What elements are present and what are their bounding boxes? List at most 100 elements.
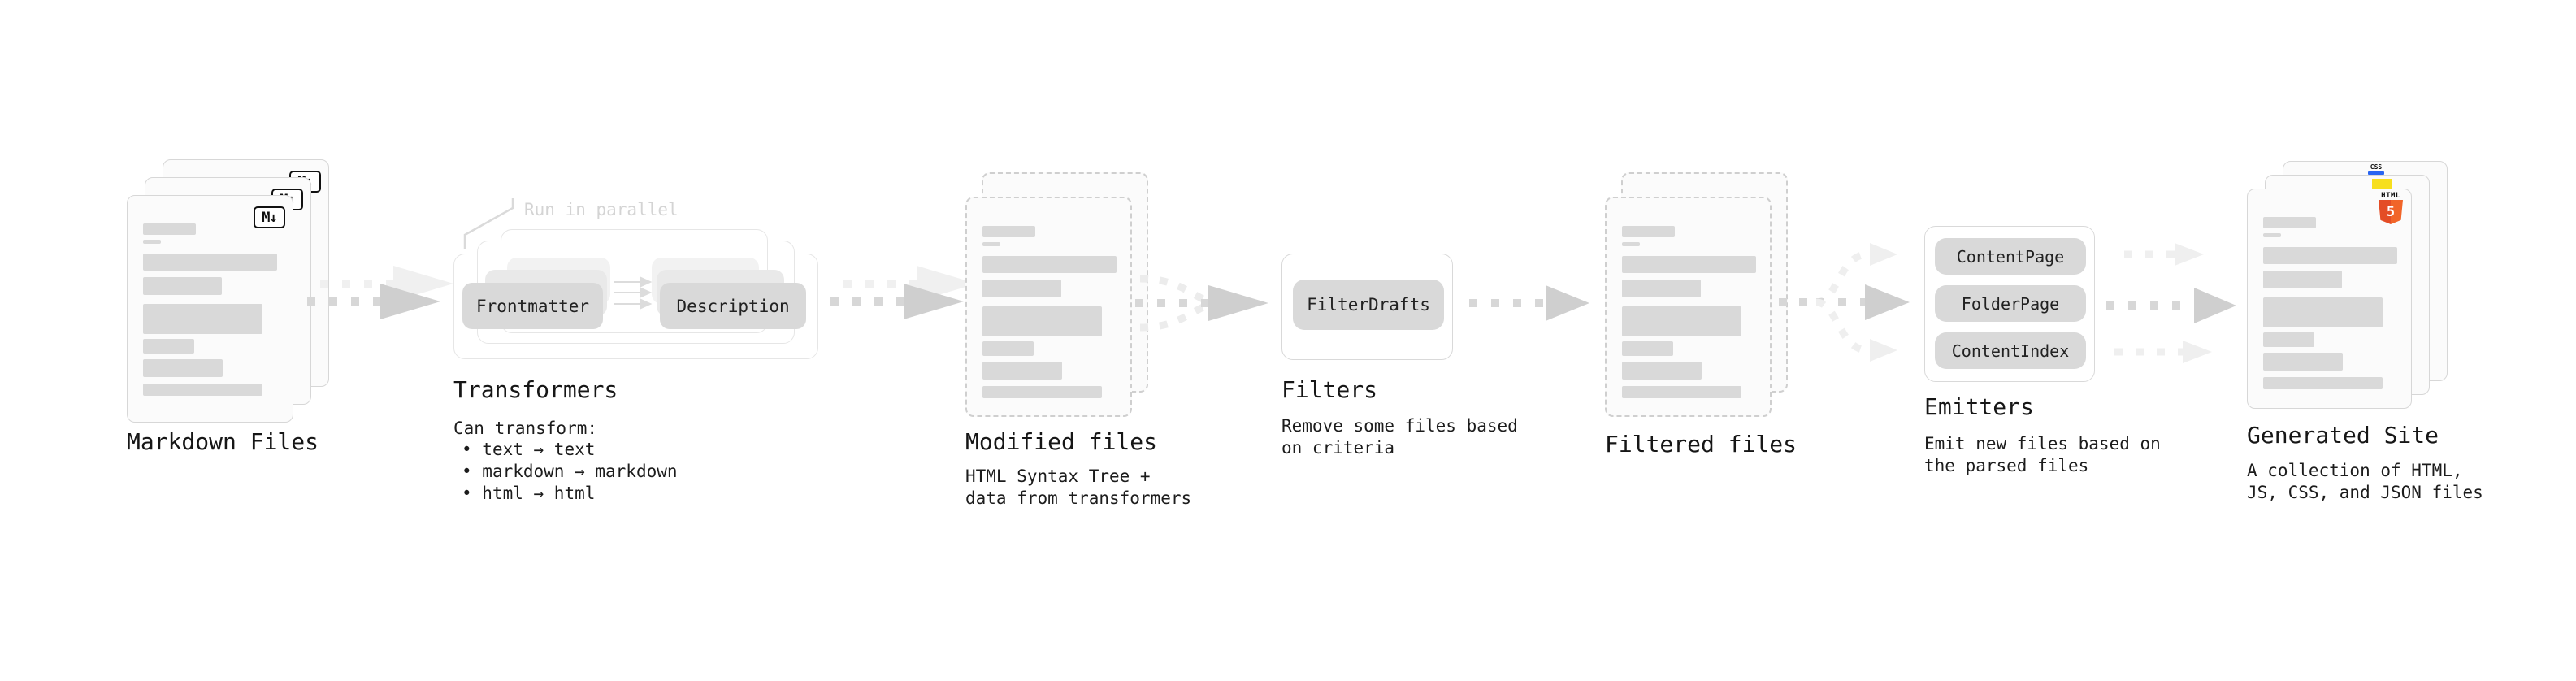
arrow-icon [307, 284, 440, 319]
skeleton-bar [1622, 386, 1741, 398]
html5-number: 5 [2386, 204, 2396, 220]
description-line: Remove some files based [1281, 416, 1518, 436]
skeleton-bar [982, 256, 1117, 273]
skeleton-bar [1622, 226, 1675, 237]
skeleton-bar [2263, 332, 2314, 347]
folder-page-box: FolderPage [1935, 285, 2086, 322]
filter-drafts-box: FilterDrafts [1293, 280, 1444, 330]
flow-arrow-markdown-to-transformers [307, 266, 453, 319]
skeleton-bar [1622, 242, 1640, 246]
arrow-icon [1208, 285, 1268, 321]
skeleton-bar [982, 362, 1062, 380]
emitters-panel: ContentPage FolderPage ContentIndex [1924, 226, 2095, 382]
skeleton-bar [982, 280, 1061, 297]
description-line: data from transformers [965, 488, 1192, 508]
modified-files-label: Modified files [965, 428, 1158, 455]
filtered-file-card-front [1605, 197, 1772, 417]
flow-arrow-emitters-to-generated [2106, 243, 2236, 363]
skeleton-bar [982, 242, 1000, 246]
arrow-icon [2175, 243, 2204, 266]
skeleton-bar [982, 306, 1102, 336]
css-icon-bar [2368, 171, 2384, 175]
flow-arrow-filtered-to-emitters [1779, 243, 1910, 362]
description-line: Emit new files based on [1924, 434, 2161, 453]
description-line: HTML Syntax Tree + [965, 466, 1151, 486]
filters-description: Remove some files based on criteria [1281, 415, 1518, 459]
css-icon-label: CSS [2370, 163, 2383, 171]
transformers-label: Transformers [453, 376, 618, 403]
description-box: Description [660, 283, 807, 329]
markdown-icon: M↓ [254, 206, 285, 228]
arrow-icon [1870, 243, 1897, 266]
skeleton-bar [982, 386, 1102, 398]
skeleton-bar [1622, 362, 1702, 380]
generated-site-card-html: HTML 5 [2247, 189, 2412, 409]
arrow-icon [1865, 284, 1910, 320]
generated-site-label: Generated Site [2247, 422, 2439, 449]
skeleton-bar [1622, 306, 1741, 336]
skeleton-bar [143, 304, 262, 334]
skeleton-bar [982, 226, 1035, 237]
flow-arrow-filters-to-filtered [1469, 285, 1589, 321]
arrow-icon [2194, 288, 2236, 323]
modified-files-description: HTML Syntax Tree + data from transformer… [965, 466, 1191, 510]
document-text-skeleton [2263, 217, 2397, 389]
arrow-icon [2183, 340, 2212, 363]
skeleton-bar [1622, 256, 1756, 273]
skeleton-bar [1622, 341, 1673, 356]
filters-panel: FilterDrafts [1281, 254, 1453, 360]
list-item: markdown → markdown [453, 461, 677, 483]
arrow-icon [1546, 285, 1589, 321]
arrow-icon [830, 284, 964, 319]
skeleton-bar [143, 359, 223, 377]
document-text-skeleton [1622, 226, 1756, 398]
transformer-layer-front: Frontmatter Description [453, 254, 818, 359]
skeleton-bar [143, 223, 196, 235]
modified-file-card-front [965, 197, 1132, 417]
filtered-files-label: Filtered files [1605, 431, 1798, 458]
skeleton-bar [1622, 280, 1701, 297]
skeleton-bar [2263, 297, 2383, 327]
arrow-icon [1870, 339, 1897, 362]
skeleton-bar [143, 277, 222, 295]
transformers-description: Can transform: [453, 419, 598, 438]
filters-label: Filters [1281, 376, 1378, 403]
emitters-label: Emitters [1924, 393, 2034, 420]
css-icon: CSS [2368, 164, 2384, 175]
annotation-leader-line [463, 198, 514, 249]
markdown-files-label: Markdown Files [127, 428, 319, 455]
content-page-box: ContentPage [1935, 238, 2086, 275]
generated-site-description: A collection of HTML, JS, CSS, and JSON … [2247, 460, 2483, 504]
parallel-step-arrows-icon [614, 276, 653, 310]
html5-icon: HTML 5 [2378, 192, 2404, 224]
description-line: the parsed files [1924, 456, 2089, 475]
skeleton-bar [2263, 353, 2343, 371]
skeleton-bar [2263, 233, 2281, 237]
transformers-capability-list: text → text markdown → markdown html → h… [453, 439, 678, 505]
html5-shield-icon: 5 [2379, 200, 2403, 224]
markdown-file-card-front: M↓ [127, 195, 293, 423]
document-text-skeleton [982, 226, 1117, 398]
content-index-box: ContentIndex [1935, 332, 2086, 369]
flow-arrow-modified-to-filters [1135, 275, 1268, 332]
skeleton-bar [2263, 271, 2342, 288]
skeleton-bar [2263, 217, 2316, 228]
list-item: text → text [453, 439, 678, 461]
description-line: JS, CSS, and JSON files [2247, 483, 2483, 502]
description-line: on criteria [1281, 438, 1395, 458]
run-in-parallel-annotation: Run in parallel [524, 200, 679, 219]
emitters-description: Emit new files based on the parsed files [1924, 433, 2161, 477]
flow-arrow-transformers-to-modified [830, 266, 977, 319]
document-text-skeleton [143, 223, 277, 396]
html5-icon-label: HTML [2381, 192, 2400, 200]
skeleton-bar [143, 240, 161, 244]
frontmatter-box: Frontmatter [462, 283, 604, 329]
description-line: A collection of HTML, [2247, 461, 2463, 480]
skeleton-bar [143, 254, 277, 271]
skeleton-bar [143, 339, 194, 354]
skeleton-bar [2263, 377, 2383, 389]
skeleton-bar [143, 384, 262, 396]
list-item: html → html [453, 483, 678, 505]
skeleton-bar [982, 341, 1034, 356]
